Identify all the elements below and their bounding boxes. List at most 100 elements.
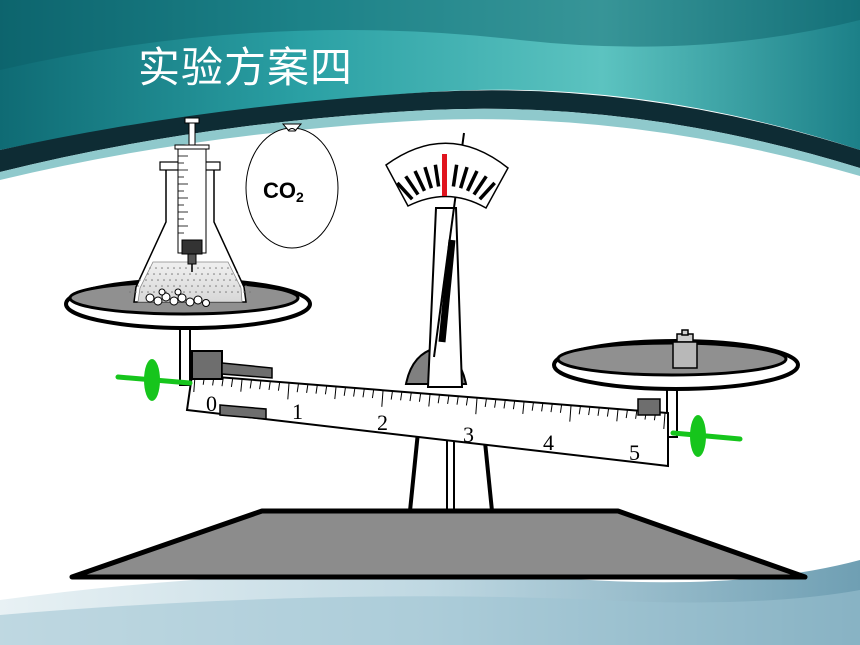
- liquid-dot: [167, 267, 169, 269]
- dial-tick: [433, 164, 441, 187]
- beam-tick: [588, 407, 591, 416]
- dial-gauge: [385, 142, 509, 210]
- liquid-dot: [211, 279, 213, 281]
- liquid-dot: [179, 285, 181, 287]
- liquid-dot: [135, 291, 137, 293]
- marble-chips: [145, 288, 210, 307]
- footer-background: [0, 560, 860, 645]
- dial-tick: [396, 181, 414, 201]
- liquid-dot: [159, 273, 161, 275]
- dial-tick: [478, 181, 496, 201]
- liquid-dot: [239, 285, 241, 287]
- beam-tick: [306, 384, 309, 393]
- dial-tick: [404, 175, 420, 196]
- beam-tick: [522, 401, 525, 414]
- liquid-dot: [151, 279, 153, 281]
- beam-tick: [428, 394, 431, 407]
- liquid-dot: [189, 291, 191, 293]
- liquid-dot: [237, 273, 239, 275]
- beam-tick: [362, 389, 365, 398]
- liquid-dot: [157, 279, 159, 281]
- liquid-dot: [201, 291, 203, 293]
- liquid-dot: [169, 279, 171, 281]
- co2-subscript: 2: [296, 189, 304, 205]
- dial-tick: [423, 166, 434, 189]
- liquid-dot: [175, 279, 177, 281]
- beam-tick: [494, 399, 497, 408]
- liquid-dot: [233, 285, 235, 287]
- liquid-dot: [207, 273, 209, 275]
- beam-tick: [512, 401, 516, 410]
- liquid-dot: [243, 291, 245, 293]
- liquid-dot: [171, 273, 173, 275]
- beam-tick: [456, 396, 459, 405]
- liquid-dot: [225, 291, 227, 293]
- liquid-dot: [163, 279, 165, 281]
- liquid-dot: [165, 273, 167, 275]
- beam-tick: [400, 392, 403, 401]
- liquid-dot: [199, 279, 201, 281]
- liquid-dot: [231, 273, 233, 275]
- left-adjust-screw-icon: [115, 359, 193, 401]
- liquid-dot: [245, 285, 247, 287]
- liquid-dot: [139, 279, 141, 281]
- liquid-dot: [217, 279, 219, 281]
- beam-tick: [343, 387, 346, 396]
- balloon-icon: [245, 123, 339, 249]
- dial-tick: [465, 170, 479, 192]
- right-beam-block: [637, 398, 661, 416]
- beam-tick: [315, 385, 318, 394]
- liquid-dot: [153, 291, 155, 293]
- liquid-dot: [223, 279, 225, 281]
- beam-tick: [353, 388, 356, 397]
- liquid-dot: [183, 291, 185, 293]
- slide-title: 实验方案四: [138, 43, 354, 92]
- beam-tick: [371, 389, 375, 399]
- liquid-dot: [227, 267, 229, 269]
- beam-tick: [465, 397, 469, 406]
- liquid-dot: [221, 285, 223, 287]
- liquid-dot: [143, 285, 145, 287]
- beam-tick: [381, 390, 384, 407]
- liquid-dot: [213, 273, 215, 275]
- beam-tick: [277, 382, 281, 391]
- beam-tick: [249, 380, 252, 389]
- liquid-dot: [165, 291, 167, 293]
- liquid-dots: [129, 267, 251, 293]
- liquid-dot: [219, 291, 221, 293]
- balance-base: [69, 508, 808, 580]
- liquid-dot: [147, 273, 149, 275]
- liquid-dot: [167, 285, 169, 287]
- dial-tick: [413, 170, 427, 192]
- beam-scale-numbers: 0 1 2 3 4 5: [206, 391, 640, 465]
- liquid-dot: [181, 279, 183, 281]
- liquid-dot: [153, 273, 155, 275]
- beam-tick: [484, 398, 487, 408]
- scale-number-0: 0: [206, 391, 217, 416]
- beam-tick: [550, 404, 553, 413]
- liquid-dot: [209, 267, 211, 269]
- liquid-dot: [221, 267, 223, 269]
- beam-tick: [240, 379, 243, 392]
- liquid-dot: [147, 291, 149, 293]
- liquid-dot: [249, 291, 251, 293]
- liquid-dot: [213, 291, 215, 293]
- liquid-dot: [193, 279, 195, 281]
- dial-tick: [458, 166, 469, 189]
- liquid-dot: [185, 285, 187, 287]
- beam-tick: [625, 409, 628, 419]
- liquid-dot: [149, 285, 151, 287]
- beam-tick: [287, 383, 290, 400]
- liquid-dot: [171, 291, 173, 293]
- beam-tick: [559, 404, 563, 413]
- scale-number-3: 3: [463, 422, 474, 447]
- balance-beam: 0 1 2 3 4 5: [185, 350, 669, 468]
- beam-tick: [531, 402, 534, 411]
- weight-icon: [672, 329, 698, 369]
- right-adjust-screw-icon: [670, 415, 743, 457]
- beam-scale-ticks: [193, 375, 666, 430]
- liquid-dot: [173, 285, 175, 287]
- beam-tick: [324, 386, 328, 395]
